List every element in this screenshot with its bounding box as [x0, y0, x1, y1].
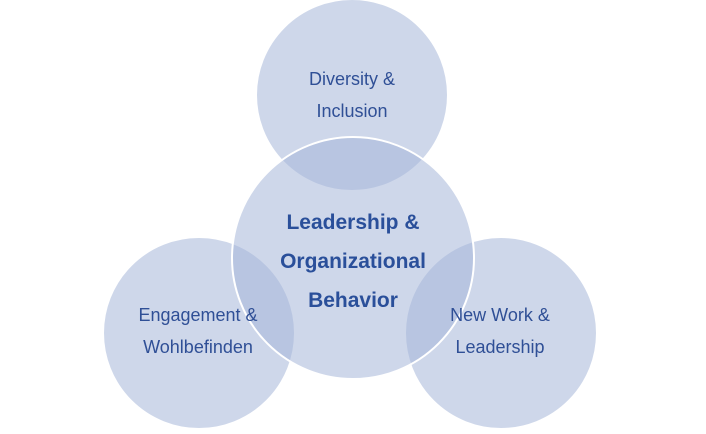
- right-circle-label: New Work & Leadership: [400, 299, 600, 363]
- center-label-line-3: Behavior: [308, 289, 398, 312]
- center-label-line-1: Leadership &: [286, 211, 420, 234]
- circle-center: [231, 136, 475, 380]
- left-label-line-2: Wohlbefinden: [143, 337, 253, 357]
- center-circle-label: Leadership & Organizational Behavior: [243, 203, 463, 320]
- top-circle-label: Diversity & Inclusion: [252, 63, 452, 127]
- center-label-line-2: Organizational: [280, 250, 426, 273]
- left-label-line-1: Engagement &: [138, 305, 258, 325]
- right-label-line-2: Leadership: [455, 337, 545, 357]
- right-label-line-1: New Work &: [450, 305, 550, 325]
- top-label-line-1: Diversity &: [308, 69, 395, 89]
- left-circle-label: Engagement & Wohlbefinden: [98, 299, 298, 363]
- top-label-line-2: Inclusion: [316, 101, 388, 121]
